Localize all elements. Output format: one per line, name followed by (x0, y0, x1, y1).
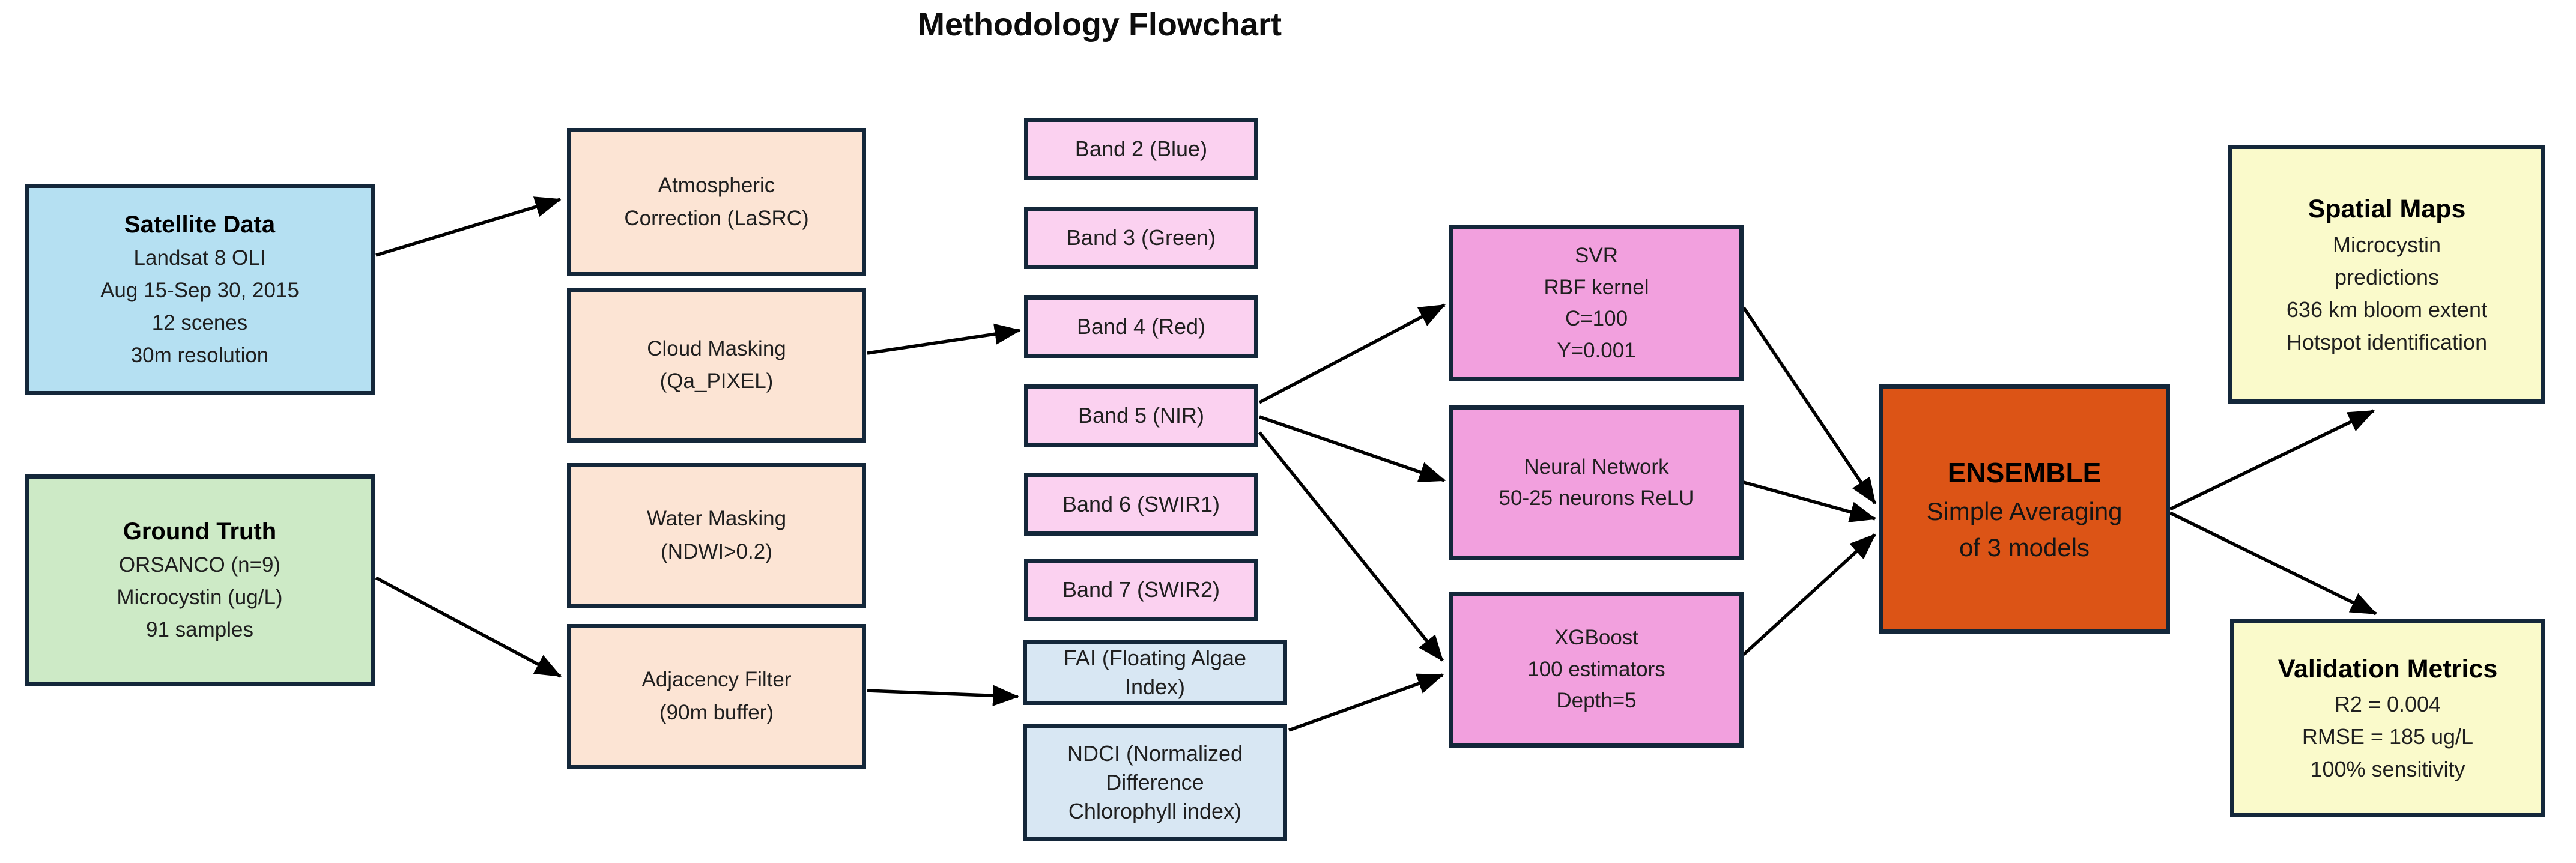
node-svr: SVR RBF kernel C=100 Y=0.001 (1449, 225, 1744, 381)
node-line: predictions (2334, 264, 2440, 289)
arrow-svr-to-ensemble (1742, 306, 1877, 504)
node-line: Band 2 (Blue) (1074, 136, 1208, 161)
node-line: Y=0.001 (1557, 338, 1636, 362)
node-line: Index) (1124, 674, 1186, 699)
node-cloud-masking: Cloud Masking (Qa_PIXEL) (567, 288, 866, 443)
node-line: 100% sensitivity (2310, 757, 2465, 782)
node-line: Landsat 8 OLI (133, 246, 266, 270)
node-band-5-nir: Band 5 (NIR) (1024, 384, 1258, 447)
node-neural-network: Neural Network 50-25 neurons ReLU (1449, 405, 1744, 560)
node-line: Aug 15-Sep 30, 2015 (100, 278, 299, 302)
node-line: Atmospheric (658, 174, 775, 198)
arrow-satellite-to-atmospheric (375, 196, 562, 257)
node-atmospheric-correction: Atmospheric Correction (LaSRC) (567, 128, 866, 276)
arrow-ensemble-to-spatial (2169, 409, 2375, 511)
node-line: Difference (1106, 769, 1204, 795)
node-line: Microcystin (ug/L) (117, 585, 283, 609)
node-title: Validation Metrics (2277, 654, 2498, 683)
node-band-3-green: Band 3 (Green) (1024, 207, 1258, 269)
node-xgboost: XGBoost 100 estimators Depth=5 (1449, 592, 1744, 748)
node-line: Band 7 (SWIR2) (1062, 577, 1220, 602)
arrow-band5-to-xgb (1258, 431, 1444, 662)
node-line: 636 km bloom extent (2286, 297, 2488, 322)
node-line: (NDWI>0.2) (661, 539, 772, 563)
node-title: Satellite Data (124, 211, 276, 238)
node-ndci: NDCI (Normalized Difference Chlorophyll … (1023, 724, 1287, 841)
node-line: of 3 models (1959, 533, 2090, 562)
node-fai: FAI (Floating Algae Index) (1023, 640, 1287, 705)
arrow-adjacency-to-fai (867, 685, 1020, 706)
node-line: (Qa_PIXEL) (659, 369, 774, 393)
node-band-6-swir1: Band 6 (SWIR1) (1024, 473, 1258, 536)
arrow-cloud-to-band4 (867, 323, 1022, 355)
node-line: Hotspot identification (2286, 329, 2488, 354)
arrow-ensemble-to-validation (2169, 511, 2377, 616)
node-line: 91 samples (146, 618, 253, 642)
arrow-nn-to-ensemble (1743, 480, 1877, 522)
arrow-band5-to-nn (1259, 415, 1446, 483)
node-line: Neural Network (1524, 455, 1669, 479)
node-line: ORSANCO (n=9) (118, 553, 281, 577)
node-band-2-blue: Band 2 (Blue) (1024, 118, 1258, 180)
node-line: RMSE = 185 ug/L (2302, 724, 2474, 749)
node-line: XGBoost (1554, 626, 1639, 650)
node-water-masking: Water Masking (NDWI>0.2) (567, 463, 866, 608)
node-line: Microcystin (2332, 232, 2441, 257)
node-band-4-red: Band 4 (Red) (1024, 295, 1258, 358)
node-line: Band 5 (NIR) (1077, 402, 1205, 428)
node-line: 12 scenes (151, 311, 248, 335)
node-adjacency-filter: Adjacency Filter (90m buffer) (567, 624, 866, 769)
node-line: C=100 (1565, 307, 1628, 330)
node-line: 100 estimators (1527, 657, 1665, 681)
node-line: R2 = 0.004 (2334, 692, 2441, 717)
node-title: ENSEMBLE (1947, 456, 2102, 488)
node-satellite-data: Satellite Data Landsat 8 OLI Aug 15-Sep … (25, 184, 375, 395)
node-line: (90m buffer) (659, 700, 774, 724)
node-validation-metrics: Validation Metrics R2 = 0.004 RMSE = 185… (2230, 619, 2545, 817)
node-line: Depth=5 (1556, 689, 1637, 713)
node-line: FAI (Floating Algae (1063, 645, 1247, 670)
arrow-xgb-to-ensemble (1742, 533, 1876, 656)
node-line: RBF kernel (1544, 275, 1649, 299)
node-line: Band 4 (Red) (1076, 313, 1206, 339)
node-line: 50-25 neurons ReLU (1499, 486, 1694, 510)
node-line: NDCI (Normalized (1067, 740, 1243, 766)
node-line: Correction (LaSRC) (624, 206, 809, 230)
node-ensemble: ENSEMBLE Simple Averaging of 3 models (1879, 384, 2170, 634)
node-line: Chlorophyll index) (1068, 799, 1242, 824)
node-line: SVR (1575, 244, 1618, 267)
node-line: 30m resolution (130, 344, 269, 368)
node-band-7-swir2: Band 7 (SWIR2) (1024, 559, 1258, 621)
arrow-band5-to-svr (1258, 303, 1446, 404)
node-spatial-maps: Spatial Maps Microcystin predictions 636… (2228, 145, 2545, 404)
node-line: Water Masking (646, 507, 787, 531)
node-title: Ground Truth (123, 518, 277, 545)
arrow-ndci-to-xgb (1288, 673, 1444, 732)
node-line: Cloud Masking (647, 336, 786, 360)
node-title: Spatial Maps (2308, 195, 2466, 224)
page-title: Methodology Flowchart (918, 7, 1282, 43)
node-line: Simple Averaging (1926, 497, 2123, 525)
arrow-ground-to-adjacency (375, 576, 562, 678)
node-line: Band 6 (SWIR1) (1062, 491, 1220, 516)
node-ground-truth: Ground Truth ORSANCO (n=9) Microcystin (… (25, 474, 375, 686)
node-line: Adjacency Filter (641, 668, 792, 692)
node-line: Band 3 (Green) (1066, 225, 1216, 250)
